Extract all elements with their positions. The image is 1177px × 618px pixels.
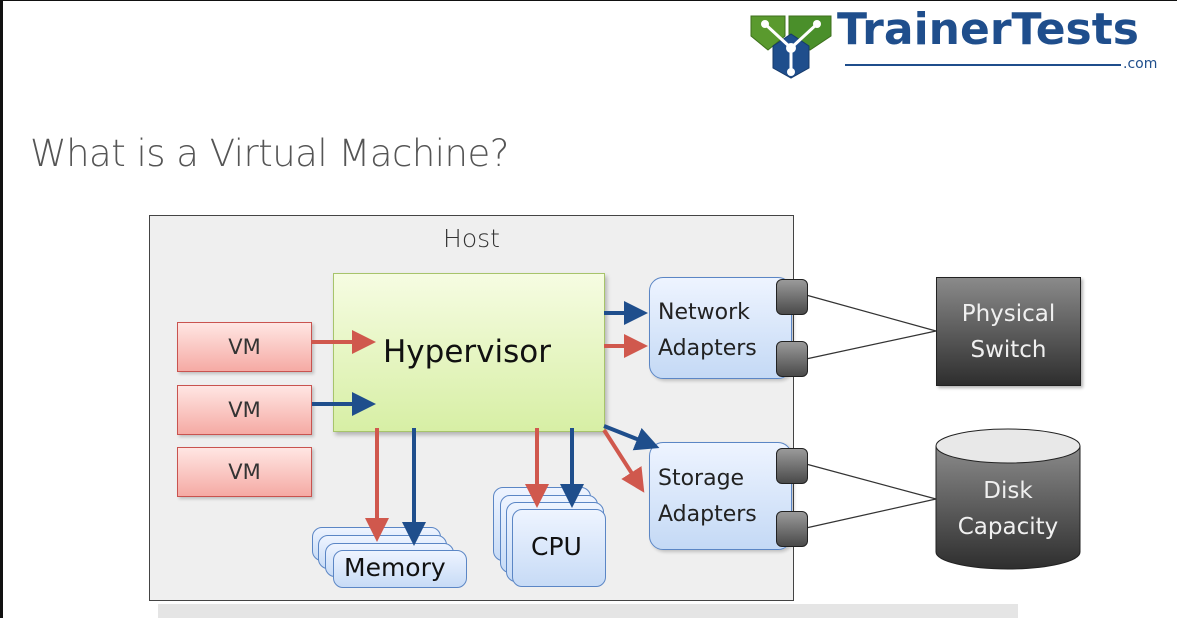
disk-capacity-line-1: Disk <box>983 478 1033 504</box>
network-port-2 <box>776 341 808 377</box>
network-port-1 <box>776 279 808 315</box>
storage-adapters-label: Storage Adapters <box>658 461 757 533</box>
vm-box-1: VM <box>177 322 312 372</box>
network-adapters-box: Network Adapters <box>649 277 792 379</box>
physical-switch-line-1: Physical <box>961 301 1056 327</box>
slide-title: What is a Virtual Machine? <box>30 132 509 175</box>
network-port-1-to-switch-line <box>805 294 937 332</box>
memory-card-front <box>333 550 467 588</box>
cpu-label: CPU <box>531 532 582 561</box>
memory-label: Memory <box>344 553 446 582</box>
network-port-2-to-switch-line <box>805 330 937 360</box>
bottom-bar <box>158 604 1018 618</box>
physical-switch-label: Physical Switch <box>937 296 1080 368</box>
network-adapters-line-2: Adapters <box>658 336 757 361</box>
network-adapters-line-1: Network <box>658 300 750 325</box>
physical-switch-line-2: Switch <box>970 337 1047 363</box>
storage-adapters-box: Storage Adapters <box>649 442 792 550</box>
hypervisor-to-storage-blue-arrow <box>603 424 660 451</box>
storage-port-1 <box>776 448 808 484</box>
hypervisor-box: Hypervisor <box>333 273 605 432</box>
storage-port-2 <box>776 511 808 547</box>
physical-switch-box: Physical Switch <box>936 277 1081 386</box>
logo-mark-icon <box>750 15 832 79</box>
left-border <box>0 0 3 618</box>
network-adapters-label: Network Adapters <box>658 295 757 367</box>
logo-text: TrainerTests <box>837 4 1139 55</box>
storage-port-2-to-disk-line <box>805 498 937 529</box>
top-border <box>0 0 1177 1</box>
logo-underline <box>845 64 1121 66</box>
cpu-card-front <box>512 509 606 587</box>
vm-box-2: VM <box>177 385 312 435</box>
storage-port-1-to-disk-line <box>805 463 937 500</box>
vm-box-3: VM <box>177 447 312 497</box>
hypervisor-label: Hypervisor <box>383 334 551 370</box>
disk-capacity-label: Disk Capacity <box>935 473 1081 545</box>
disk-capacity-line-2: Capacity <box>957 514 1059 540</box>
disk-cylinder <box>935 428 1081 570</box>
trainertests-logo: TrainerTests .com <box>745 4 1175 80</box>
disk-capacity: Disk Capacity <box>935 428 1081 570</box>
host-label: Host <box>443 224 500 253</box>
storage-adapters-line-1: Storage <box>658 466 745 491</box>
logo-suffix: .com <box>1123 56 1158 72</box>
storage-adapters-line-2: Adapters <box>658 502 757 527</box>
hypervisor-to-storage-red-arrow <box>602 428 645 493</box>
